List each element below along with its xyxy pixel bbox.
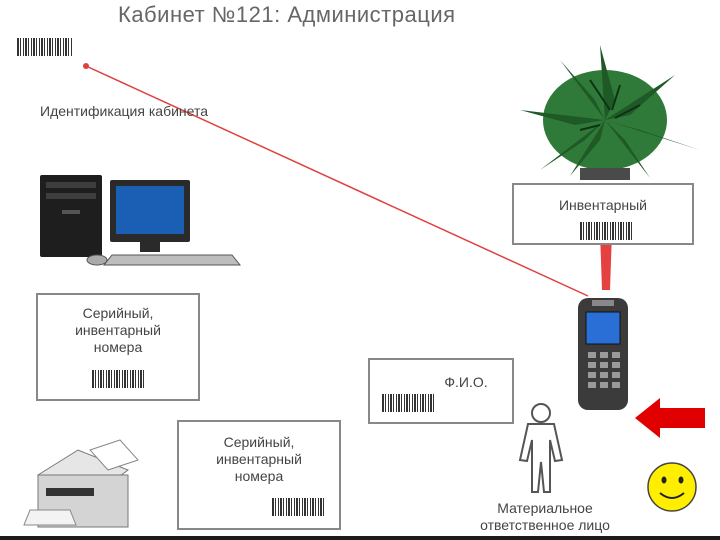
fio-box: Ф.И.О.: [368, 358, 514, 424]
red-arrow-icon: [635, 398, 705, 438]
person-label-line2: ответственное лицо: [430, 517, 660, 534]
computer-icon: [40, 175, 240, 265]
printer-barcode: [272, 498, 326, 516]
room-id-label: Идентификация кабинета: [40, 103, 208, 119]
printer-serial-line2: инвентарный: [179, 451, 339, 468]
person-label: Материальное ответственное лицо: [430, 500, 660, 534]
fio-barcode: [382, 394, 436, 412]
computer-barcode: [92, 370, 146, 388]
inventory-label: Инвентарный: [514, 197, 692, 214]
computer-serial-line3: номера: [38, 339, 198, 356]
computer-serial-line2: инвентарный: [38, 322, 198, 339]
plant-icon: [520, 45, 700, 180]
scan-line-start-dot: [83, 63, 89, 69]
page-title: Кабинет №121: Администрация: [118, 2, 638, 28]
computer-serial-line1: Серийный,: [38, 305, 198, 322]
scanner-icon: [578, 298, 628, 410]
fio-label: Ф.И.О.: [370, 374, 512, 391]
bottom-border: [0, 536, 720, 540]
printer-icon: [24, 440, 138, 527]
person-label-line1: Материальное: [430, 500, 660, 517]
printer-serial-line3: номера: [179, 468, 339, 485]
inventory-barcode: [580, 222, 634, 240]
room-barcode: [17, 38, 73, 56]
person-icon: [520, 404, 562, 492]
printer-serial-line1: Серийный,: [179, 434, 339, 451]
